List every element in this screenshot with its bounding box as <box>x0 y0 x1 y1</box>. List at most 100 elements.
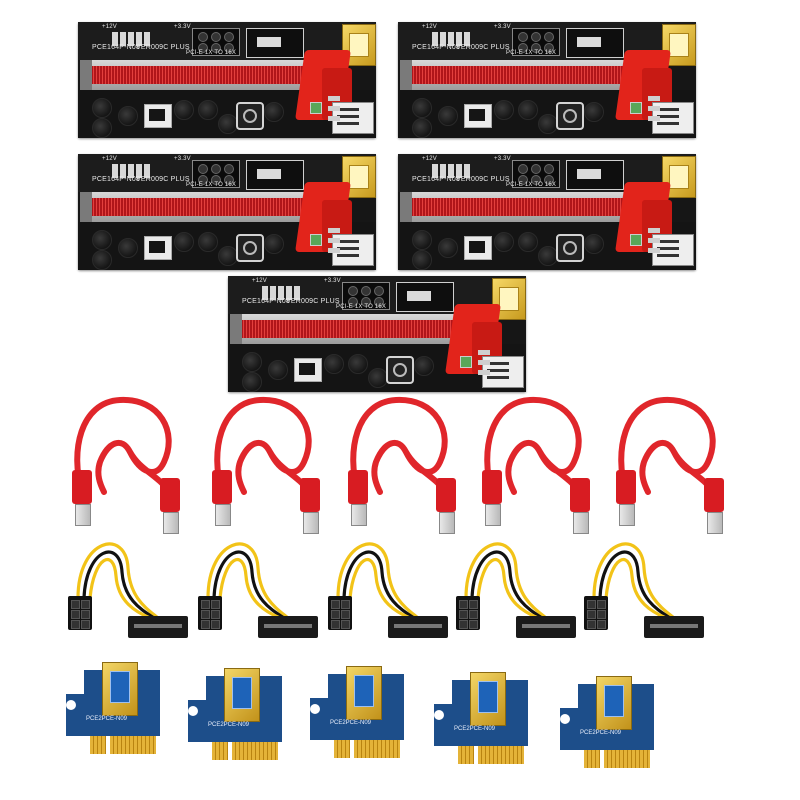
capacitor <box>242 352 262 372</box>
pcie-gold-fingers <box>584 750 650 768</box>
capacitor <box>412 98 432 118</box>
usb3-port <box>470 672 506 726</box>
capacitor <box>518 232 538 252</box>
regulator-ic <box>294 358 322 382</box>
molex-footprint <box>566 160 624 190</box>
adapter-model-label: PCE2PCE-N09 <box>330 720 372 726</box>
molex-footprint <box>246 160 304 190</box>
resistor <box>144 32 150 46</box>
pcie-x1-adapter: PCE2PCE-N09 <box>66 662 160 756</box>
connector-pin <box>337 247 359 250</box>
six-pin-header <box>512 160 560 188</box>
power-wire <box>592 542 676 620</box>
connector-pin <box>337 240 359 243</box>
voltage-label-33v: +3.3V <box>494 24 511 30</box>
usb-cable <box>604 392 724 534</box>
capacitor <box>438 106 458 126</box>
capacitor <box>264 234 284 254</box>
slot-label: PCI-E 1X TO 16X <box>336 304 387 310</box>
capacitor <box>218 114 238 134</box>
resistor <box>128 32 134 46</box>
adapter-mount-hole <box>434 710 444 720</box>
solder-pad <box>648 228 660 233</box>
connector-pin <box>487 362 509 365</box>
usb-a-plug-metal <box>215 504 231 526</box>
capacitor <box>368 368 388 388</box>
sata-power-plug <box>516 616 576 638</box>
molex-footprint <box>246 28 304 58</box>
power-wire <box>336 542 420 620</box>
regulator-ic <box>144 104 172 128</box>
capacitor <box>584 102 604 122</box>
pcie-slot-contacts <box>88 66 320 84</box>
solder-pad <box>648 116 660 121</box>
pcie-6pin-plug <box>198 596 222 630</box>
resistor <box>112 32 118 46</box>
voltage-label-12v: +12V <box>422 24 437 30</box>
capacitor <box>174 100 194 120</box>
usb-a-plug-metal <box>485 504 501 526</box>
pcie-6pin-plug <box>584 596 608 630</box>
capacitor <box>92 118 112 138</box>
usb-a-plug-metal <box>303 512 319 534</box>
usb3-port-inner <box>349 33 369 57</box>
connector-pin <box>337 108 359 111</box>
capacitor <box>538 114 558 134</box>
pcie-gold-fingers <box>90 736 156 754</box>
usb-a-plug-metal <box>619 504 635 526</box>
capacitor <box>518 100 538 120</box>
power-wire <box>212 550 286 620</box>
usb3-port-inner <box>110 671 130 703</box>
voltage-label-33v: +3.3V <box>324 278 341 284</box>
sata-power-plug <box>644 616 704 638</box>
resistor <box>294 286 300 300</box>
usb3-port-inner <box>669 165 689 189</box>
usb3-port-inner <box>669 33 689 57</box>
usb-a-plug-metal <box>573 512 589 534</box>
capacitor <box>198 232 218 252</box>
resistor <box>128 164 134 178</box>
status-led <box>310 102 322 114</box>
solder-pad <box>648 238 660 243</box>
capacitor <box>438 238 458 258</box>
adapter-model-label: PCE2PCE-N09 <box>454 726 496 732</box>
adapter-notch <box>560 684 578 708</box>
power-cable <box>582 528 704 658</box>
voltage-label-33v: +3.3V <box>174 156 191 162</box>
voltage-label-12v: +12V <box>422 156 437 162</box>
power-wire <box>218 558 282 620</box>
pcie-gold-fingers <box>458 746 524 764</box>
power-wire <box>342 550 416 620</box>
voltage-label-12v: +12V <box>252 278 267 284</box>
capacitor <box>494 232 514 252</box>
capacitor <box>92 250 112 270</box>
adapter-notch <box>434 680 452 704</box>
connector-pin <box>657 115 679 118</box>
regulator-ic <box>464 104 492 128</box>
usb3-port-inner <box>354 675 374 707</box>
resistor <box>456 164 462 178</box>
capacitor <box>198 100 218 120</box>
solder-pad <box>478 350 490 355</box>
solder-pad <box>648 106 660 111</box>
pcie-slot-contacts <box>238 320 470 338</box>
adapter-notch <box>188 676 206 700</box>
capacitor <box>118 238 138 258</box>
usb3-port <box>662 24 696 66</box>
capacitor <box>414 356 434 376</box>
connector-pin <box>337 122 359 125</box>
pcie-x1-adapter: PCE2PCE-N09 <box>560 676 654 770</box>
connector-pin <box>657 122 679 125</box>
molex-footprint <box>396 282 454 312</box>
capacitor <box>538 246 558 266</box>
solder-pad <box>328 116 340 121</box>
power-cable-wires <box>464 542 548 620</box>
six-pin-header <box>192 160 240 188</box>
adapter-notch <box>66 670 84 694</box>
pcie-6pin-plug <box>68 596 92 630</box>
